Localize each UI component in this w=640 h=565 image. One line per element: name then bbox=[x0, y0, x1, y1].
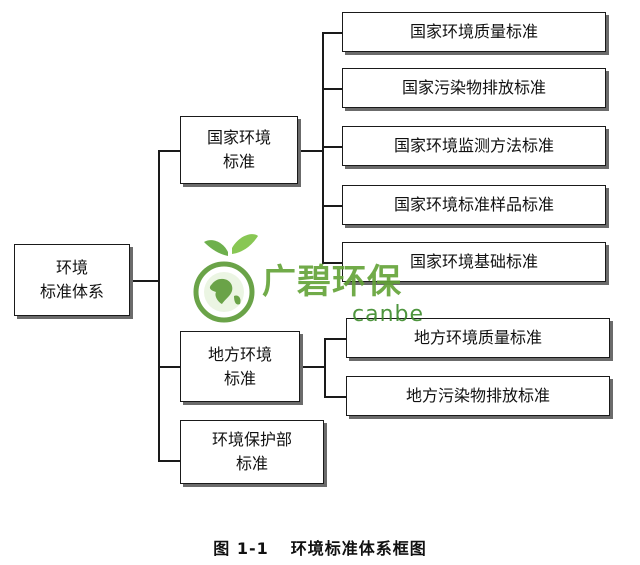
connector-n2 bbox=[322, 88, 342, 90]
ministry-line1: 环境保护部 bbox=[211, 430, 292, 449]
connector-ministry bbox=[158, 460, 180, 462]
root-node: 环境标准体系 bbox=[14, 244, 130, 316]
connector-l2 bbox=[324, 396, 346, 398]
connector-local-out bbox=[300, 366, 324, 368]
connector-national-out bbox=[298, 150, 322, 152]
figure-caption: 图 1-1 环境标准体系框图 bbox=[0, 535, 640, 559]
watermark-sub: canbe bbox=[352, 302, 425, 327]
local-line1: 地方环境 bbox=[207, 344, 272, 364]
globe-leaf-icon bbox=[193, 234, 258, 323]
connector-n4 bbox=[322, 205, 342, 207]
national-line2: 标准 bbox=[222, 152, 255, 171]
national-item-3: 国家环境监测方法标准 bbox=[342, 126, 606, 166]
watermark-logo: 广碧环保 canbe bbox=[188, 232, 438, 332]
local-node: 地方环境标准 bbox=[180, 331, 300, 402]
connector-n1 bbox=[322, 32, 342, 34]
connector-root bbox=[130, 280, 158, 282]
national-item-4: 国家环境标准样品标准 bbox=[342, 185, 606, 225]
caption-number: 图 1-1 bbox=[213, 539, 269, 558]
root-line2: 标准体系 bbox=[39, 282, 104, 301]
local-item-2: 地方污染物排放标准 bbox=[346, 376, 610, 416]
connector-l1 bbox=[324, 338, 346, 340]
national-item-1: 国家环境质量标准 bbox=[342, 12, 606, 52]
connector-national bbox=[158, 150, 180, 152]
ministry-line2: 标准 bbox=[235, 454, 268, 473]
connector-n5 bbox=[322, 262, 342, 264]
connector-level1-vertical bbox=[158, 150, 160, 461]
watermark-name: 广碧环保 bbox=[262, 262, 402, 302]
connector-local-vertical bbox=[324, 338, 326, 396]
connector-local bbox=[158, 366, 180, 368]
national-line1: 国家环境 bbox=[206, 128, 271, 147]
root-line1: 环境 bbox=[55, 258, 88, 277]
connector-n3 bbox=[322, 146, 342, 148]
local-item-1: 地方环境质量标准 bbox=[346, 318, 610, 358]
national-item-2: 国家污染物排放标准 bbox=[342, 68, 606, 108]
ministry-node: 环境保护部标准 bbox=[180, 420, 324, 484]
local-line2: 标准 bbox=[223, 368, 256, 388]
national-node: 国家环境标准 bbox=[180, 116, 298, 184]
national-item-5: 国家环境基础标准 bbox=[342, 242, 606, 282]
caption-title: 环境标准体系框图 bbox=[290, 539, 427, 558]
